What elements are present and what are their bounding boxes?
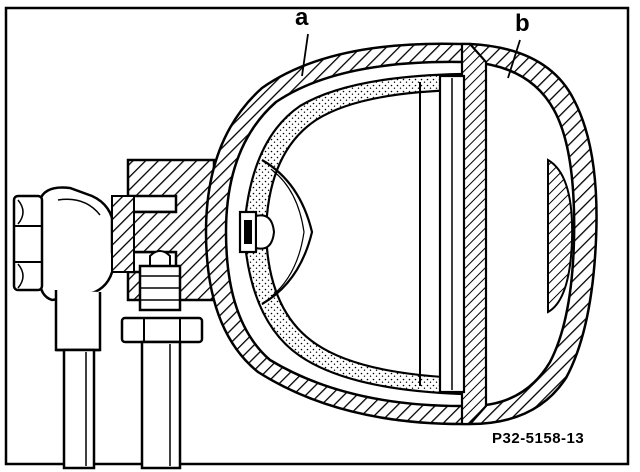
hex-nut-left — [12, 194, 44, 292]
separator-ring — [419, 42, 488, 426]
elbow-fitting — [38, 186, 116, 302]
valve-plate — [238, 210, 276, 254]
callout-label-b: b — [515, 10, 530, 37]
leader-line-a — [301, 33, 309, 77]
callout-label-a: a — [295, 4, 309, 31]
brake-pipe-left — [54, 290, 102, 470]
accumulator-sphere — [204, 33, 598, 426]
bleed-fitting — [120, 250, 204, 470]
inner-cavity — [224, 60, 576, 408]
figure-reference-code: P32-5158-13 — [492, 430, 585, 447]
leader-line-b — [507, 39, 521, 79]
figure-border — [4, 6, 630, 466]
pipe-fitting-assembly — [12, 158, 242, 470]
